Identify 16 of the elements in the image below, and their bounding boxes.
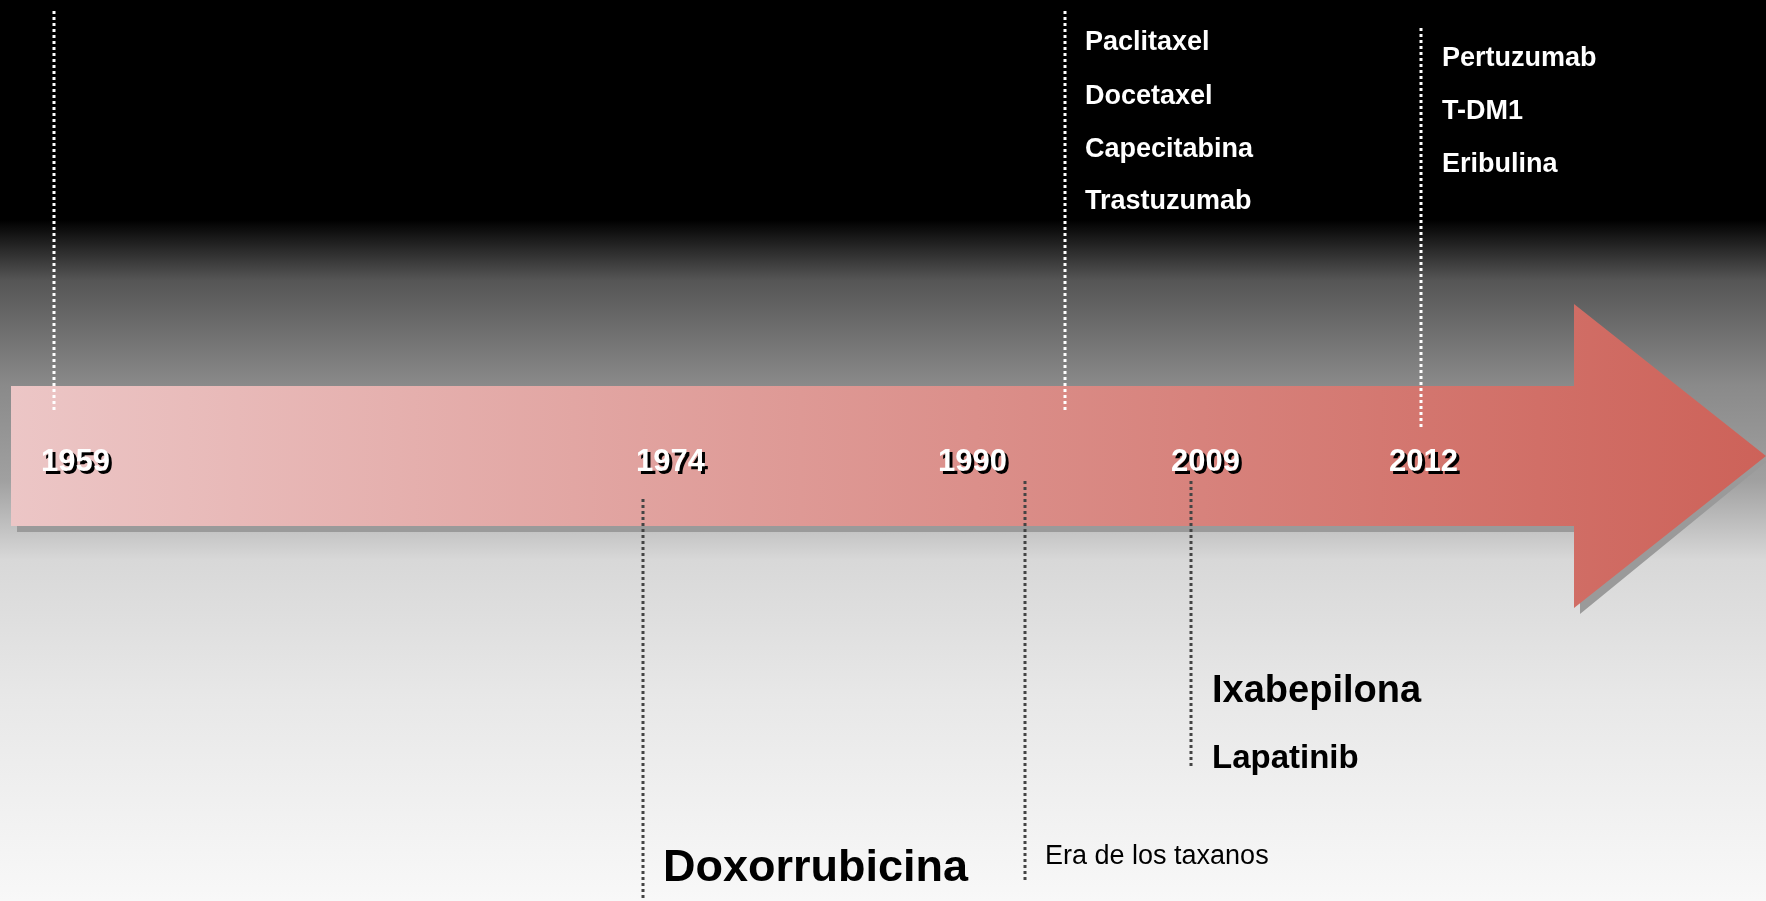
drug-name: Docetaxel [1085,81,1213,109]
year-label: 1959 [41,444,110,476]
drug-name: Ixabepilona [1212,670,1422,708]
year-label: 1974 [636,444,705,476]
year-label: 2009 [1171,444,1240,476]
drug-name: T-DM1 [1442,96,1523,124]
drug-name: Capecitabina [1085,134,1254,162]
drug-name: Doxorrubicina [663,842,969,888]
drug-name: Paclitaxel [1085,27,1210,55]
year-label: 1990 [938,444,1007,476]
drug-name: Lapatinib [1212,739,1359,773]
year-label: 2012 [1389,444,1458,476]
drug-name: Trastuzumab [1085,186,1252,214]
drug-name: Eribulina [1442,149,1558,177]
drug-name: Pertuzumab [1442,43,1597,71]
era-note: Era de los taxanos [1045,841,1269,869]
